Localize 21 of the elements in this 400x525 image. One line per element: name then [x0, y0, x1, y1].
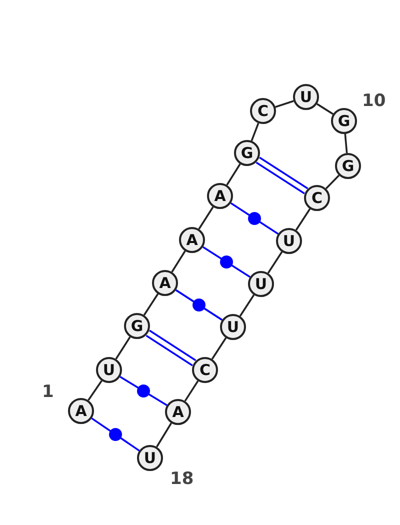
nucleotide-circle: G [234, 140, 260, 166]
nucleotide-circle: C [304, 185, 330, 211]
nucleotide-circle: C [250, 98, 276, 124]
nucleotide-circle: U [96, 357, 122, 383]
nucleotide-circle: U [248, 271, 274, 297]
nucleotide-circle: A [179, 227, 205, 253]
nucleotide-circle: G [335, 153, 361, 179]
nucleotide-circle: G [124, 313, 150, 339]
nucleotide-circle: A [152, 270, 178, 296]
nucleotide-circle: U [276, 228, 302, 254]
nucleotide-circle: A [165, 399, 191, 425]
nucleotide-circle: A [207, 183, 233, 209]
position-number: 18 [170, 471, 194, 488]
nucleotide-circle: G [331, 108, 357, 134]
nucleotide-circle: U [220, 314, 246, 340]
nucleotide-circle: U [137, 445, 163, 471]
nucleotide-circle: U [293, 84, 319, 110]
position-number: 1 [42, 384, 54, 401]
nucleotide-circle: A [68, 398, 94, 424]
position-number: 10 [362, 93, 386, 110]
nucleotide-circle: C [192, 357, 218, 383]
